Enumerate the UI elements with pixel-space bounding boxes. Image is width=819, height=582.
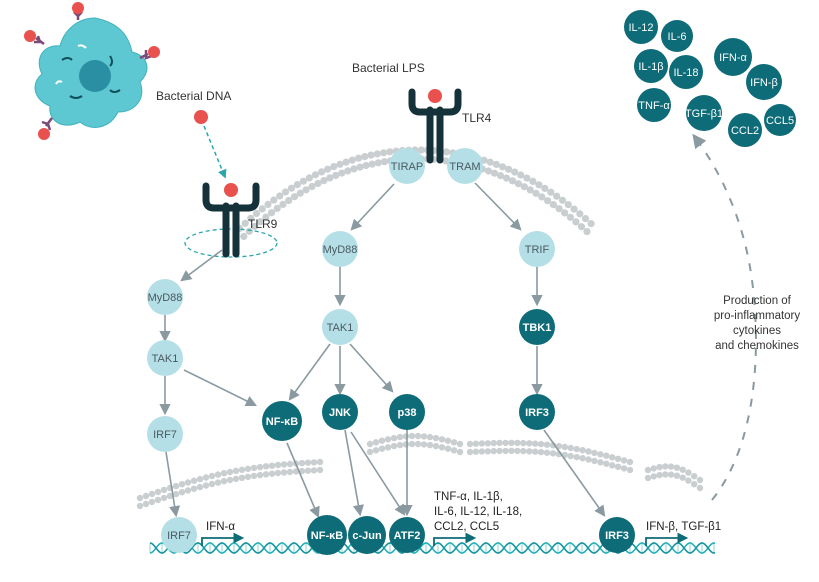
node-label-trif: TRIF — [525, 244, 550, 256]
node-label-tram: TRAM — [449, 161, 480, 173]
cytokine-bubble: IFN-β — [746, 64, 782, 100]
cytokine-label: IFN-α — [719, 52, 747, 64]
node-irf3-nuc: IRF3 — [599, 517, 635, 553]
node-tbk1: TBK1 — [519, 309, 555, 345]
cytokine-bubble: IL-18 — [669, 55, 703, 89]
cytokine-bubble: IL-1β — [634, 49, 668, 83]
cytokine-bubble: IFN-α — [714, 38, 752, 76]
node-irf7-nuc: IRF7 — [161, 517, 197, 553]
node-label-p38: p38 — [398, 407, 417, 419]
cytokine-bubble: TNF-α — [637, 88, 671, 122]
node-tirap: TIRAP — [389, 148, 425, 184]
node-label-tak1-tlr9: TAK1 — [152, 353, 179, 365]
node-tak1-tlr9: TAK1 — [147, 340, 183, 376]
bacterial-dna-ligand — [194, 110, 208, 124]
cytokine-bubble: IL-6 — [661, 20, 693, 52]
node-cjun: c-Jun — [348, 516, 386, 554]
node-label-irf3-cyto: IRF3 — [525, 407, 549, 419]
cytokine-label: TNF-α — [638, 100, 670, 112]
bacterial-lps-label: Bacterial LPS — [352, 61, 425, 75]
node-trif: TRIF — [519, 231, 555, 267]
nfkb-output-line-3: CCL2, CCL5 — [434, 521, 499, 533]
cytokine-label: IL-1β — [638, 61, 663, 73]
output-arrows — [201, 532, 689, 546]
immune-cell-icon — [24, 2, 160, 140]
node-myd88-tlr4: MyD88 — [322, 231, 358, 267]
pathway-arrows — [159, 182, 606, 519]
cytokine-bubble: TGF-β1 — [685, 95, 723, 131]
node-nfkb-cyto: NF-κB — [262, 401, 302, 441]
tlr4-label: TLR4 — [462, 111, 492, 125]
node-label-nfkb-nuc: NF-κB — [311, 530, 343, 542]
node-myd88-tlr9: MyD88 — [147, 279, 183, 315]
nuclear-membrane — [136, 432, 704, 510]
cytokine-label: TGF-β1 — [685, 108, 723, 120]
irf7-output-text: IFN-α — [206, 521, 235, 533]
node-tram: TRAM — [447, 148, 483, 184]
cytokine-label: CCL5 — [766, 115, 794, 127]
node-label-tirap: TIRAP — [391, 161, 423, 173]
cytokine-label: IFN-β — [750, 77, 778, 89]
irf3-output-text: IFN-β, TGF-β1 — [646, 521, 721, 533]
nfkb-output-line-2: IL-6, IL-12, IL-18, — [434, 506, 522, 518]
membranes — [136, 146, 704, 510]
tlr9-label: TLR9 — [248, 217, 278, 231]
node-tak1-tlr4: TAK1 — [322, 309, 358, 345]
cytokine-bubble: CCL5 — [764, 104, 796, 136]
tlr9-receptor — [184, 182, 278, 258]
node-label-cjun: c-Jun — [352, 530, 382, 542]
cytokine-label: CCL2 — [731, 125, 759, 137]
node-p38: p38 — [389, 394, 425, 430]
bacterial-dna-label: Bacterial DNA — [156, 89, 231, 103]
node-label-irf7-cyto: IRF7 — [153, 429, 177, 441]
cytokine-bubble: IL-12 — [624, 10, 658, 44]
cytokine-label: IL-12 — [628, 22, 653, 34]
node-label-myd88-tlr4: MyD88 — [323, 244, 358, 256]
cytokine-label: IL-6 — [668, 31, 687, 43]
nfkb-output-line-1: TNF-α, IL-1β, — [434, 491, 503, 503]
production-line-1: Production of — [723, 295, 792, 307]
production-line-4: and chemokines — [715, 340, 799, 352]
production-arrow — [692, 133, 757, 501]
node-label-myd88-tlr9: MyD88 — [148, 292, 183, 304]
node-label-jnk: JNK — [329, 407, 351, 419]
node-nfkb-nuc: NF-κB — [307, 515, 347, 555]
node-jnk: JNK — [322, 394, 358, 430]
cytokine-bubble: CCL2 — [728, 113, 762, 147]
tlr4-receptor — [408, 88, 462, 164]
node-label-tbk1: TBK1 — [523, 322, 552, 334]
node-irf7-cyto: IRF7 — [147, 416, 183, 452]
production-line-2: pro-inflammatory — [714, 310, 801, 322]
node-irf3-cyto: IRF3 — [519, 394, 555, 430]
node-label-irf3-nuc: IRF3 — [605, 530, 629, 542]
node-label-atf2: ATF2 — [394, 530, 421, 542]
production-line-3: cytokines — [733, 325, 781, 337]
node-label-nfkb-cyto: NF-κB — [266, 416, 298, 428]
node-label-tak1-tlr4: TAK1 — [327, 322, 354, 334]
node-label-irf7-nuc: IRF7 — [167, 530, 191, 542]
cytokine-label: IL-18 — [673, 67, 698, 79]
node-atf2: ATF2 — [389, 517, 425, 553]
